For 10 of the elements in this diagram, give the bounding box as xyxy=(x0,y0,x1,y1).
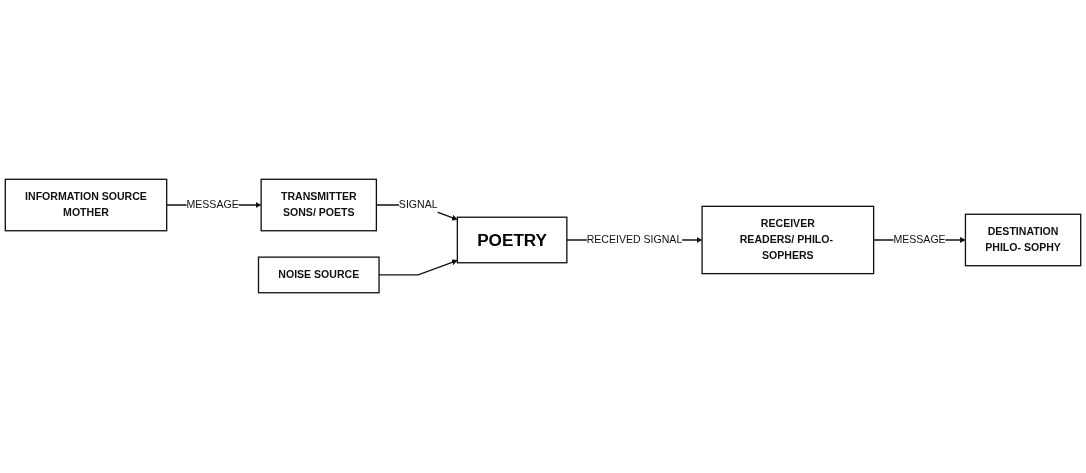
node-box: POETRY xyxy=(456,217,568,264)
edge-label: SIGNAL xyxy=(398,199,438,211)
edge-label: MESSAGE xyxy=(186,199,239,211)
node-box: TRANSMITTER SONS/ POETS xyxy=(260,179,378,232)
edge-label: MESSAGE xyxy=(893,234,946,246)
node-box: NOISE SOURCE xyxy=(257,256,380,294)
node-box: INFORMATION SOURCE MOTHER xyxy=(4,179,168,232)
node-box: DESTINATION PHILO- SOPHY xyxy=(964,214,1082,267)
node-box: RECEIVER READERS/ PHILO- SOPHERS xyxy=(701,206,875,275)
edge-label: RECEIVED SIGNAL xyxy=(586,234,683,246)
